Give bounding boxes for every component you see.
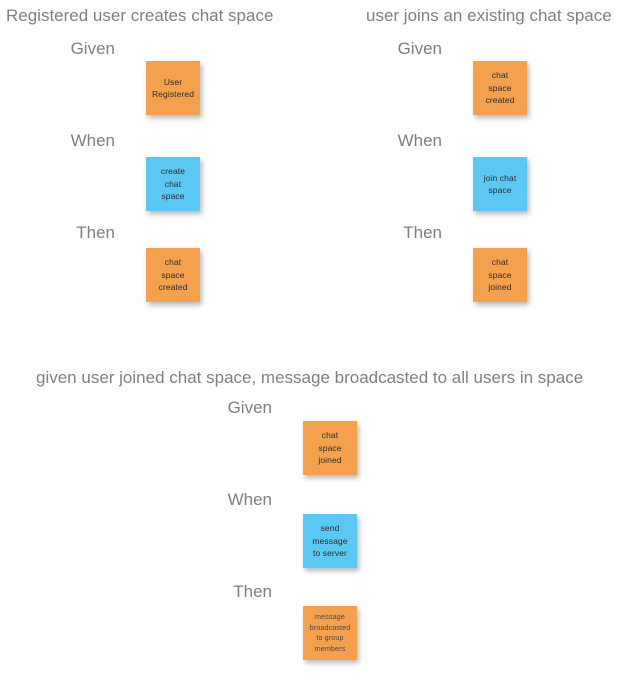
sticky-note-create-chat-space[interactable]: create chat space (146, 157, 200, 211)
sticky-note-chat-space-created-1[interactable]: chat space created (146, 248, 200, 302)
sticky-note-chat-space-joined-2[interactable]: chat space joined (303, 421, 357, 475)
sticky-note-text: chat space created (485, 70, 515, 106)
sticky-note-text: create chat space (160, 166, 186, 202)
step-label-when-3: When (227, 490, 272, 509)
sticky-note-join-chat-space[interactable]: join chat space (473, 157, 527, 211)
step-label-then-2: Then (403, 223, 442, 242)
scenario-title-1: Registered user creates chat space (6, 6, 274, 25)
sticky-note-text: send message to server (312, 523, 348, 559)
sticky-note-send-message-to-server[interactable]: send message to server (303, 514, 357, 568)
sticky-note-text: join chat space (483, 172, 517, 196)
sticky-note-user-registered[interactable]: User Registered (146, 61, 200, 115)
sticky-note-message-broadcasted[interactable]: message broadcasted to group members (303, 606, 357, 660)
step-label-given-2: Given (397, 39, 442, 58)
sticky-note-chat-space-joined-1[interactable]: chat space joined (473, 248, 527, 302)
sticky-note-text: message broadcasted to group members (309, 612, 351, 653)
step-label-when-1: When (70, 131, 115, 150)
step-label-given-1: Given (70, 39, 115, 58)
step-label-then-3: Then (233, 582, 272, 601)
sticky-note-text: chat space joined (318, 430, 342, 466)
step-label-then-1: Then (76, 223, 115, 242)
scenario-title-2: user joins an existing chat space (366, 6, 612, 25)
sticky-note-text: chat space created (158, 257, 188, 293)
scenario-title-3: given user joined chat space, message br… (36, 368, 584, 387)
sticky-note-text: chat space joined (488, 257, 512, 293)
sticky-note-text: User Registered (151, 76, 195, 100)
step-label-given-3: Given (227, 398, 272, 417)
step-label-when-2: When (397, 131, 442, 150)
sticky-note-chat-space-created-2[interactable]: chat space created (473, 61, 527, 115)
